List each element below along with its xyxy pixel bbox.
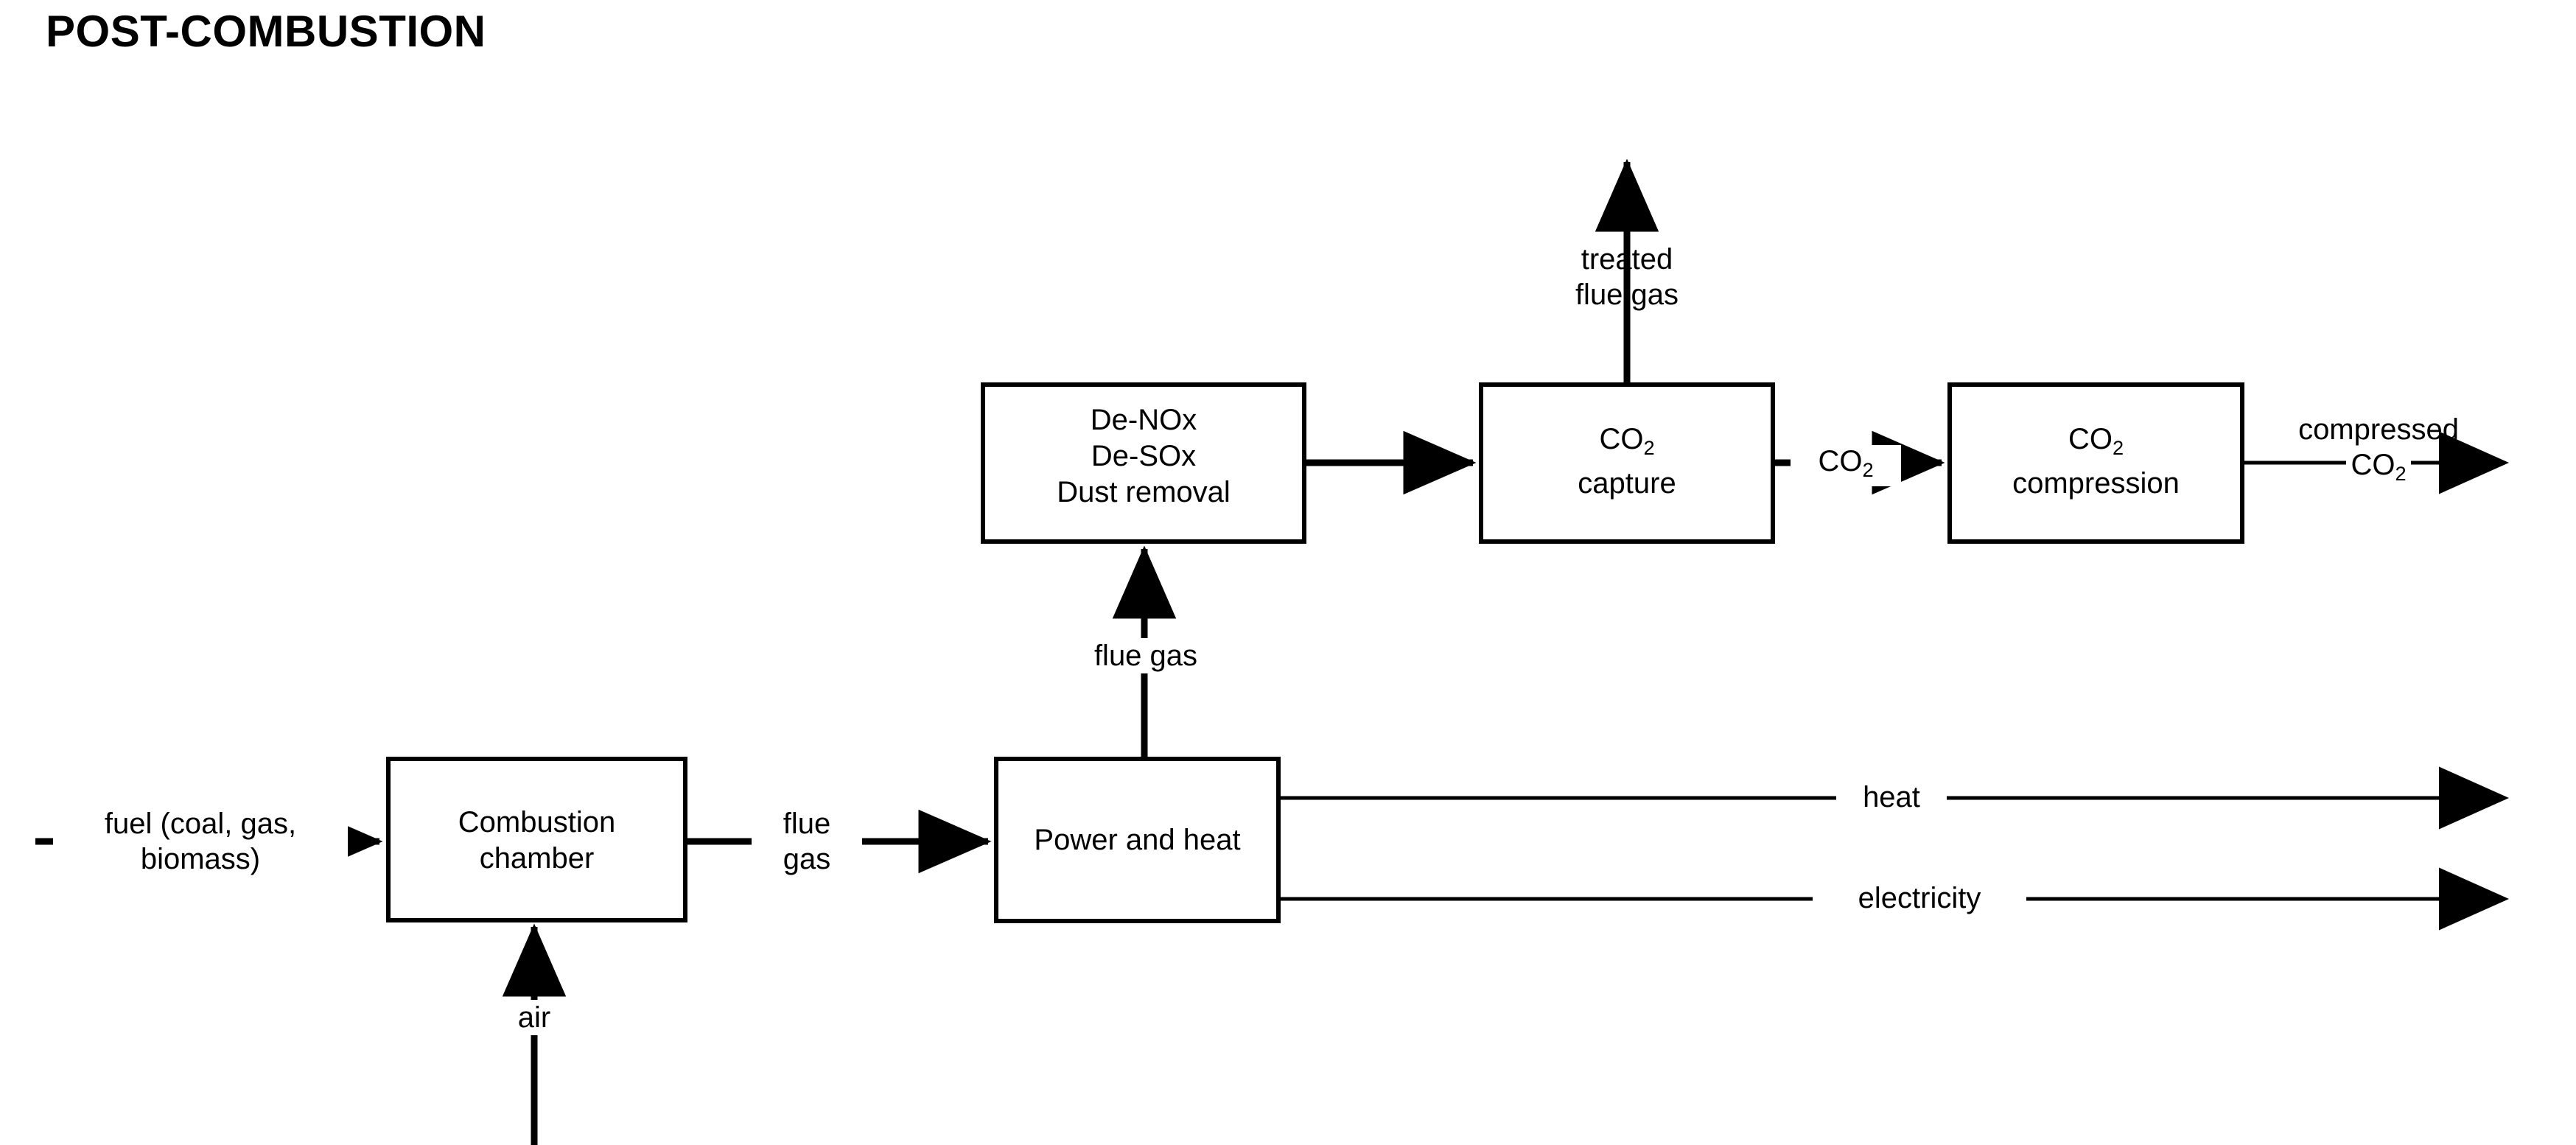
box-denox[interactable] [981, 382, 1306, 544]
page-title: POST-COMBUSTION [46, 7, 486, 56]
box-co2-capture[interactable] [1479, 382, 1775, 544]
box-power-and-heat[interactable] [994, 757, 1281, 923]
box-combustion-chamber[interactable] [386, 757, 687, 922]
box-co2-compression[interactable] [1947, 382, 2244, 544]
